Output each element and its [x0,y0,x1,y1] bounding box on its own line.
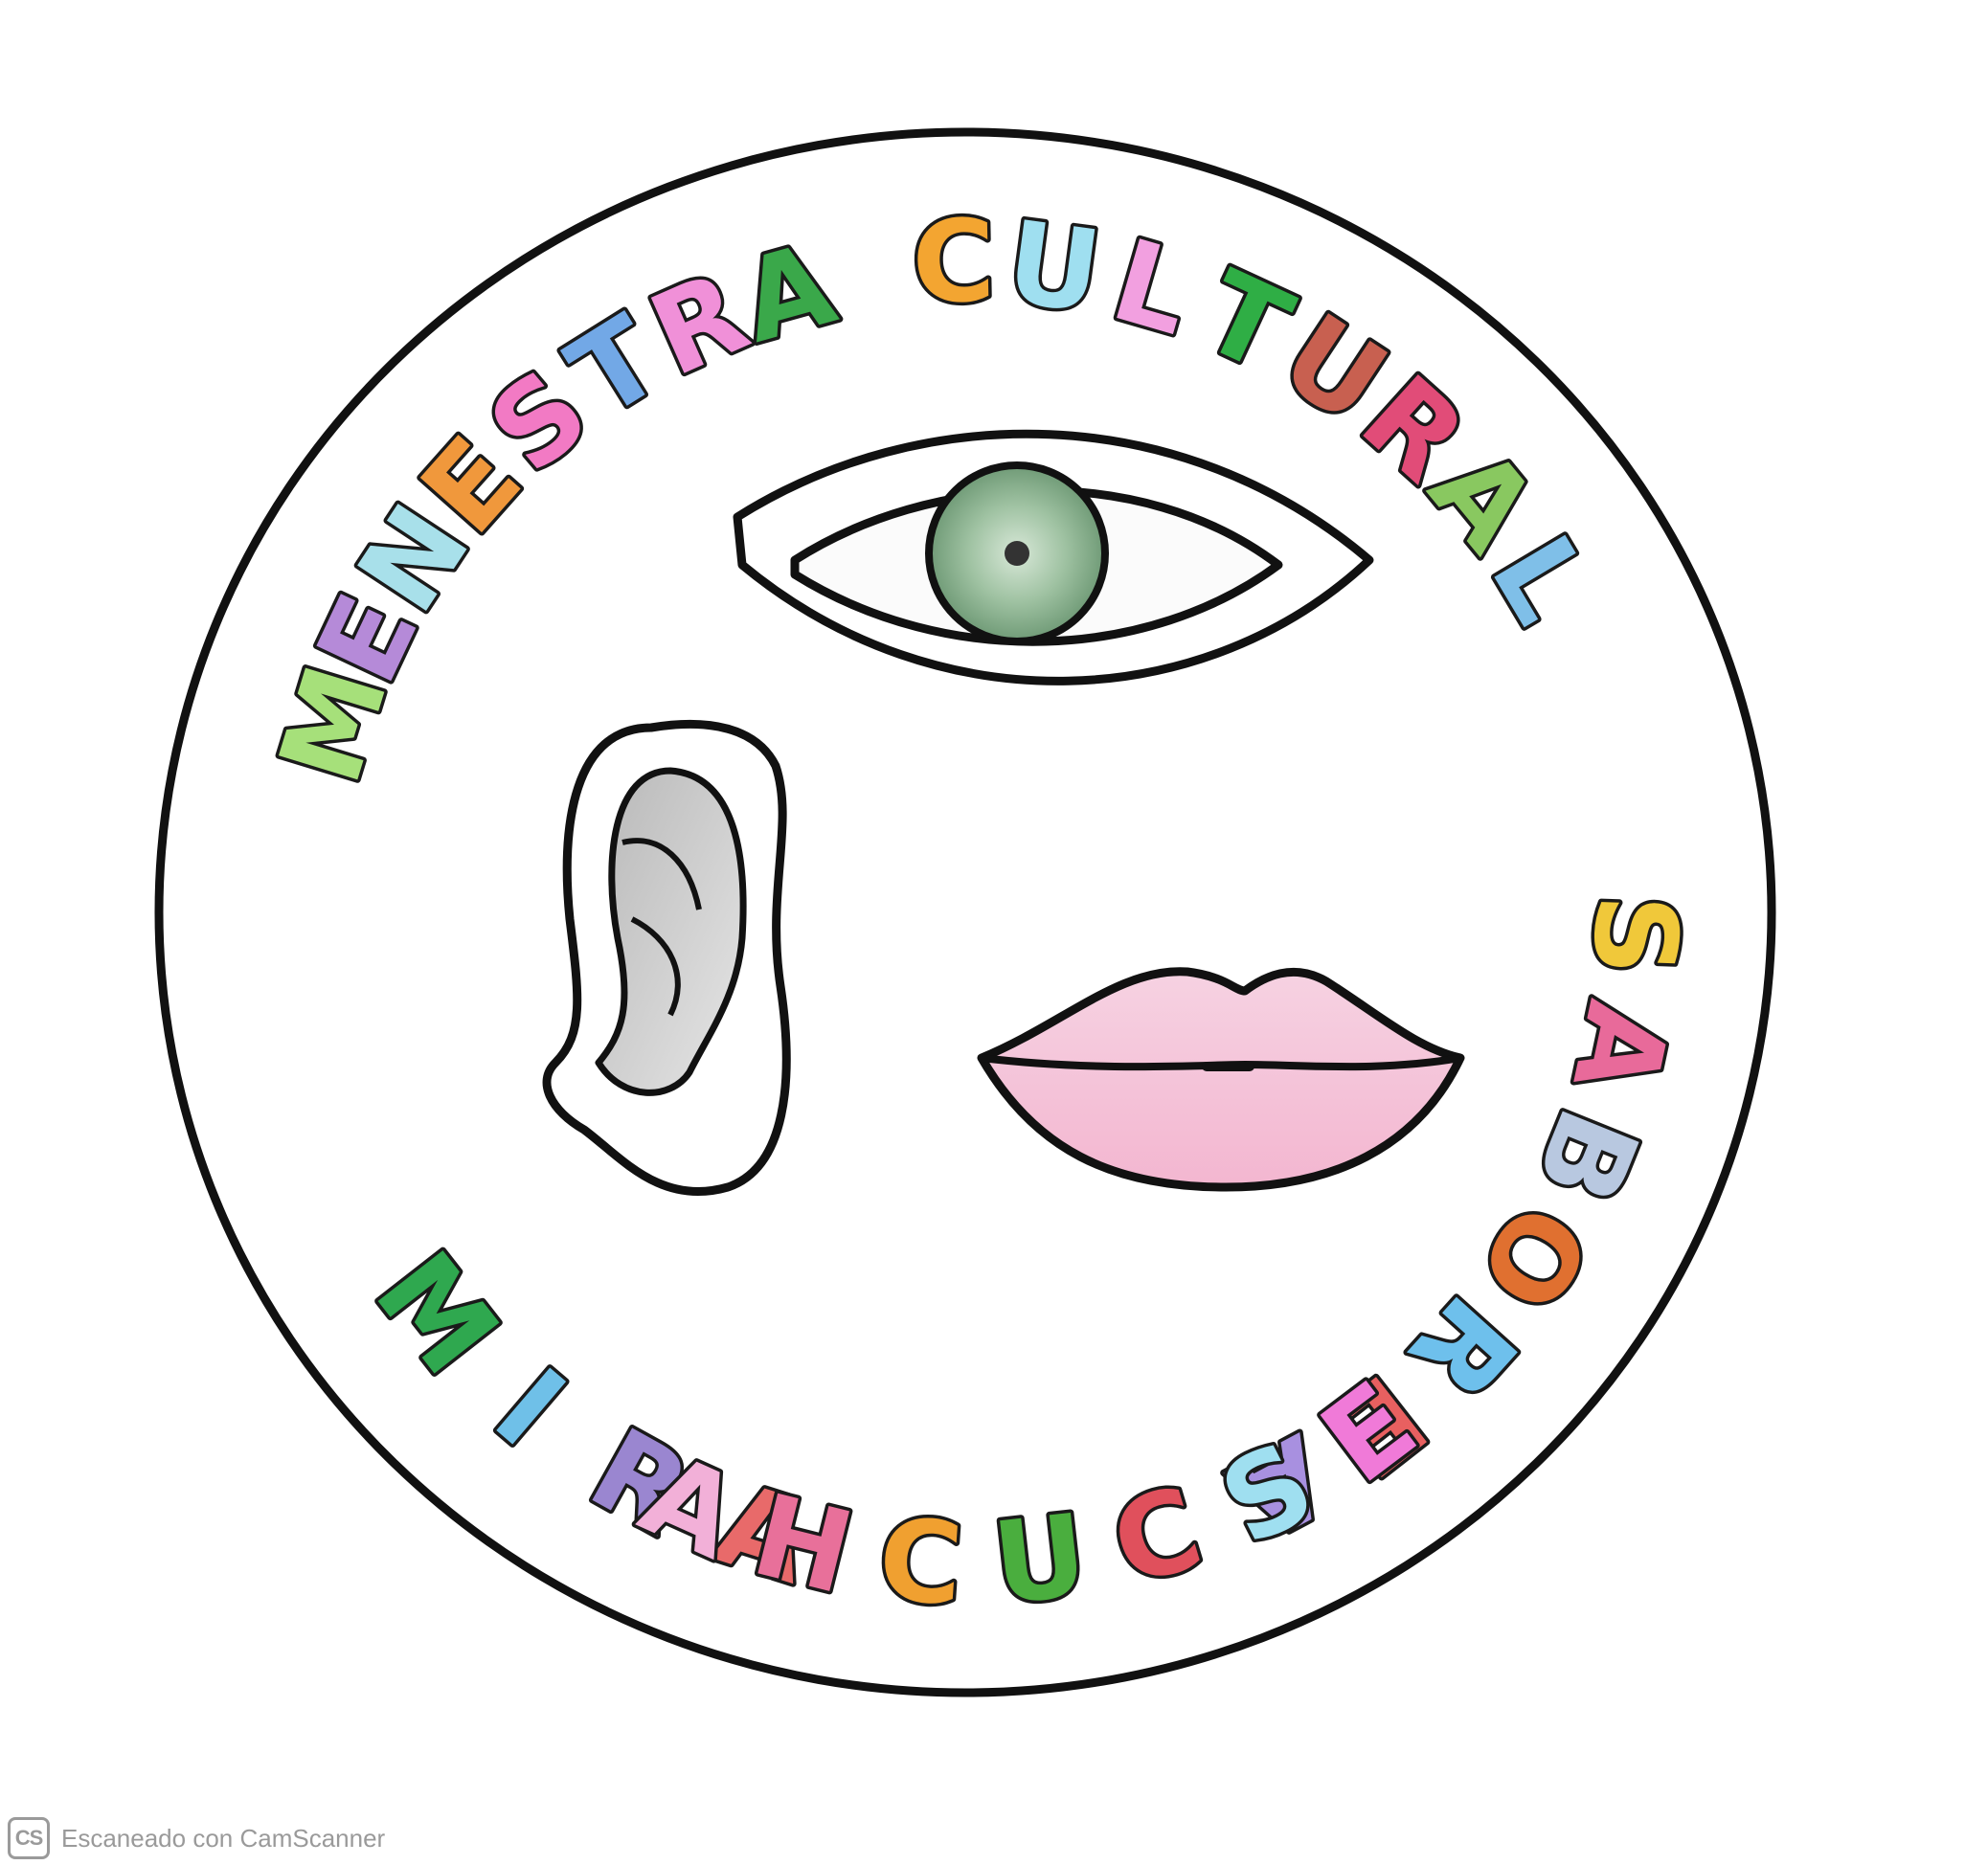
ring-letter: C [911,194,996,327]
ring-letter: U [987,1489,1094,1630]
ring-letter: A [1547,991,1695,1104]
ring-letter: U [1000,195,1108,338]
eye-icon [733,429,1374,685]
ring-letter: C [875,1494,967,1630]
ring-letter: M [350,1228,524,1399]
camscanner-logo-icon: CS [8,1817,50,1859]
scanner-watermark: CS Escaneado con CamScanner [8,1817,385,1859]
watermark-badge: CS [14,1826,44,1850]
watermark-text: Escaneado con CamScanner [61,1823,386,1853]
outer-ring [154,127,1776,1697]
lips-icon [977,967,1465,1192]
ring-letter: I [471,1343,589,1471]
ear-icon [542,719,791,1197]
ring-letter: C [1098,1461,1215,1611]
ring-letter: L [1099,213,1206,361]
ring-letter: S [1568,892,1703,978]
